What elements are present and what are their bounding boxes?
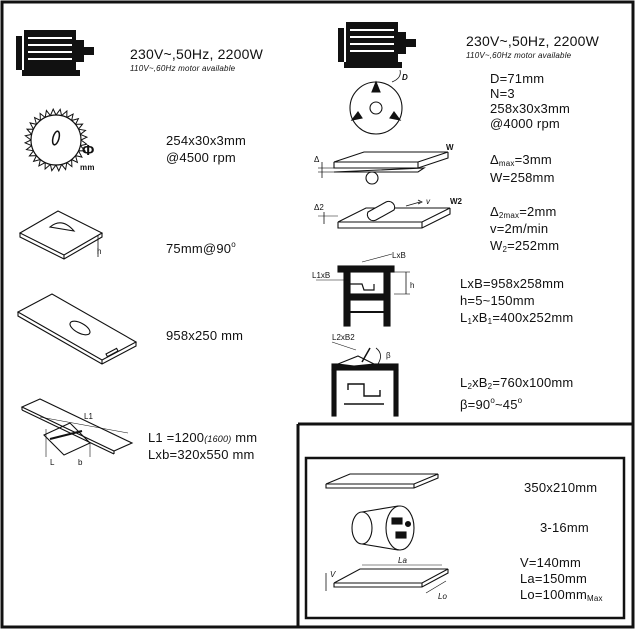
thickness-delta2-label: Δ2 <box>314 203 324 212</box>
table-icon <box>16 293 138 365</box>
mortiser-h-label: h <box>410 281 414 290</box>
planer-width-value: W=258mm <box>490 170 555 185</box>
planer-delta-label: Δ <box>314 155 320 164</box>
right-motor-spec: 230V~,50Hz, 2200W <box>466 33 599 49</box>
saw-table-icon: L2xB2 β <box>331 333 399 417</box>
sliding-lxb-value: Lxb=320x550 mm <box>148 447 255 462</box>
thickness-w2-label: W2 <box>450 197 463 206</box>
sliding-l-label: L <box>50 458 55 467</box>
bit-lo-value: Lo=100mmMax <box>520 587 603 603</box>
chuck-icon <box>351 505 415 551</box>
blade-size: 254x30x3mm <box>166 133 247 148</box>
bit-la-value: La=150mm <box>520 571 587 586</box>
saw-l2xb2-label: L2xB2 <box>332 333 355 342</box>
sliding-l1-value: L1 =1200(1600) mm <box>148 430 258 445</box>
cutter-size: 258x30x3mm <box>490 101 571 116</box>
left-motor-spec: 230V~,50Hz, 2200W <box>130 46 263 62</box>
mortise-plate-icon <box>325 473 439 489</box>
phi-symbol: Φ <box>82 142 95 159</box>
mortiser-lxb-label: LxB <box>392 251 406 260</box>
motor-icon <box>16 30 94 76</box>
table-size: 958x250 mm <box>166 328 244 343</box>
chuck-range: 3-16mm <box>540 520 589 535</box>
sliding-l1-label: L1 <box>84 412 93 421</box>
sliding-b-label: b <box>78 458 83 467</box>
saw-beta-label: β <box>386 351 391 360</box>
mortiser-l1xb-label: L1xB <box>312 271 330 280</box>
planer-icon: Δ W <box>314 143 454 185</box>
bit-lo-label: Lo <box>438 592 447 601</box>
mortiser-icon: LxB L1xB h <box>312 251 414 327</box>
phi-unit: mm <box>80 163 95 172</box>
left-motor-note: 110V~,60Hz motor available <box>130 64 236 73</box>
cut-h-label: h <box>97 247 102 256</box>
cutter-d-label: D <box>402 73 408 82</box>
thickness-delta-value: Δ2max=2mm <box>490 204 557 220</box>
bit-v-value: V=140mm <box>520 555 582 570</box>
bit-la-label: La <box>398 556 407 565</box>
mortiser-lxb-value: LxB=958x258mm <box>460 276 565 291</box>
planer-delta-value: Δmax=3mm <box>490 152 552 168</box>
thickness-v-label: v <box>426 197 431 206</box>
sliding-table-icon: L1 L b <box>20 398 134 467</box>
thickness-width-value: W2=252mm <box>490 238 560 254</box>
saw-blade-icon <box>23 107 89 173</box>
plate-size: 350x210mm <box>524 480 598 495</box>
thickness-planer-icon: Δ2 v W2 <box>314 197 463 229</box>
cutter-rpm: @4000 rpm <box>490 116 560 131</box>
cutter-diameter: D=71mm <box>490 71 545 86</box>
thickness-speed-value: v=2m/min <box>490 221 549 236</box>
mortiser-h-value: h=5~150mm <box>460 293 535 308</box>
saw-l2b2-value: L2xB2=760x100mm <box>460 375 574 391</box>
right-motor-note: 110V~,60Hz motor available <box>466 51 572 60</box>
motor-icon-right <box>338 22 416 68</box>
cut-depth-value: 75mm@90o <box>166 240 236 256</box>
planer-w-label: W <box>446 143 454 152</box>
saw-angle-value: β=90o~45o <box>460 396 523 412</box>
blade-rpm: @4500 rpm <box>166 150 236 165</box>
cutter-head-icon: D <box>349 69 408 135</box>
mortise-bit-icon: La Lo V <box>325 556 449 601</box>
bit-v-label: V <box>330 570 336 579</box>
cut-depth-icon <box>18 210 104 260</box>
mortiser-l1b1-value: L1xB1=400x252mm <box>460 310 574 326</box>
cutter-knives: N=3 <box>490 86 515 101</box>
